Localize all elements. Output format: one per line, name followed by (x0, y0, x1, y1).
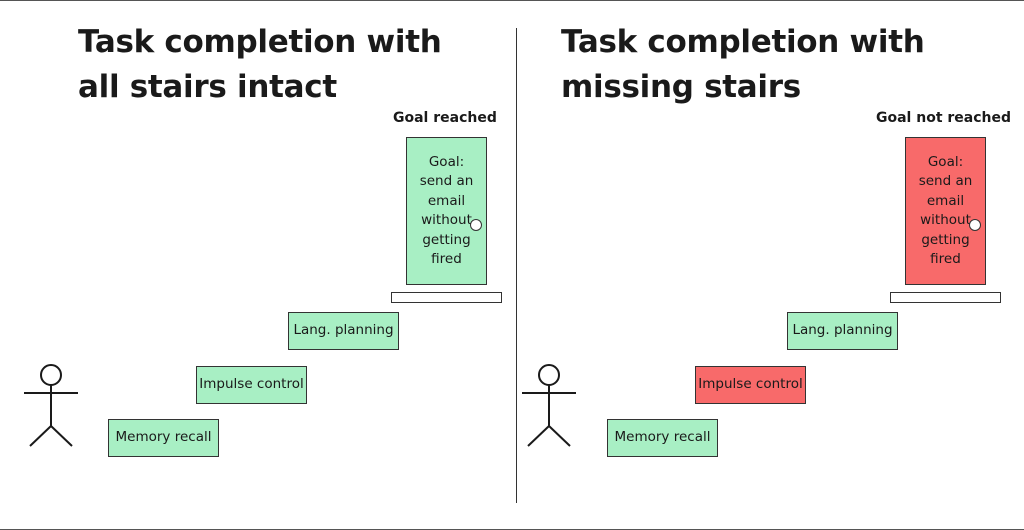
panel-title-line-1: Task completion with (78, 24, 442, 60)
stair-label: Impulse control (199, 376, 304, 393)
panel-title: Task completion with all stairs intact (78, 20, 498, 110)
goal-door-label: Goal: send an email without getting fire… (419, 153, 474, 268)
top-landing (890, 292, 1001, 303)
panel-title-line-2: missing stairs (561, 69, 801, 105)
stair-memory-recall: Memory recall (108, 419, 219, 457)
door-knob-icon (470, 219, 482, 231)
panel-title-line-1: Task completion with (561, 24, 925, 60)
stick-figure-icon (522, 364, 576, 447)
stair-lang-planning: Lang. planning (288, 312, 399, 350)
stair-label: Memory recall (614, 429, 711, 446)
panel-title-line-2: all stairs intact (78, 69, 337, 105)
stair-label: Memory recall (115, 429, 212, 446)
goal-door: Goal: send an email without getting fire… (406, 137, 487, 285)
stair-label: Impulse control (698, 376, 803, 393)
stair-lang-planning: Lang. planning (787, 312, 898, 350)
door-knob-icon (969, 219, 981, 231)
stair-impulse-control: Impulse control (196, 366, 307, 404)
goal-door: Goal: send an email without getting fire… (905, 137, 986, 285)
top-landing (391, 292, 502, 303)
stair-memory-recall: Memory recall (607, 419, 718, 457)
goal-status: Goal not reached (876, 110, 1012, 126)
panel-missing: Task completion with missing stairs Goal… (497, 0, 1012, 530)
stair-impulse-control: Impulse control (695, 366, 806, 404)
panel-title: Task completion with missing stairs (561, 20, 981, 110)
stair-label: Lang. planning (293, 322, 394, 339)
goal-status: Goal reached (393, 110, 497, 126)
panel-divider (516, 28, 517, 503)
stick-figure-icon (24, 364, 78, 447)
goal-door-label: Goal: send an email without getting fire… (918, 153, 973, 268)
panel-intact: Task completion with all stairs intact G… (24, 20, 502, 457)
stair-label: Lang. planning (792, 322, 893, 339)
